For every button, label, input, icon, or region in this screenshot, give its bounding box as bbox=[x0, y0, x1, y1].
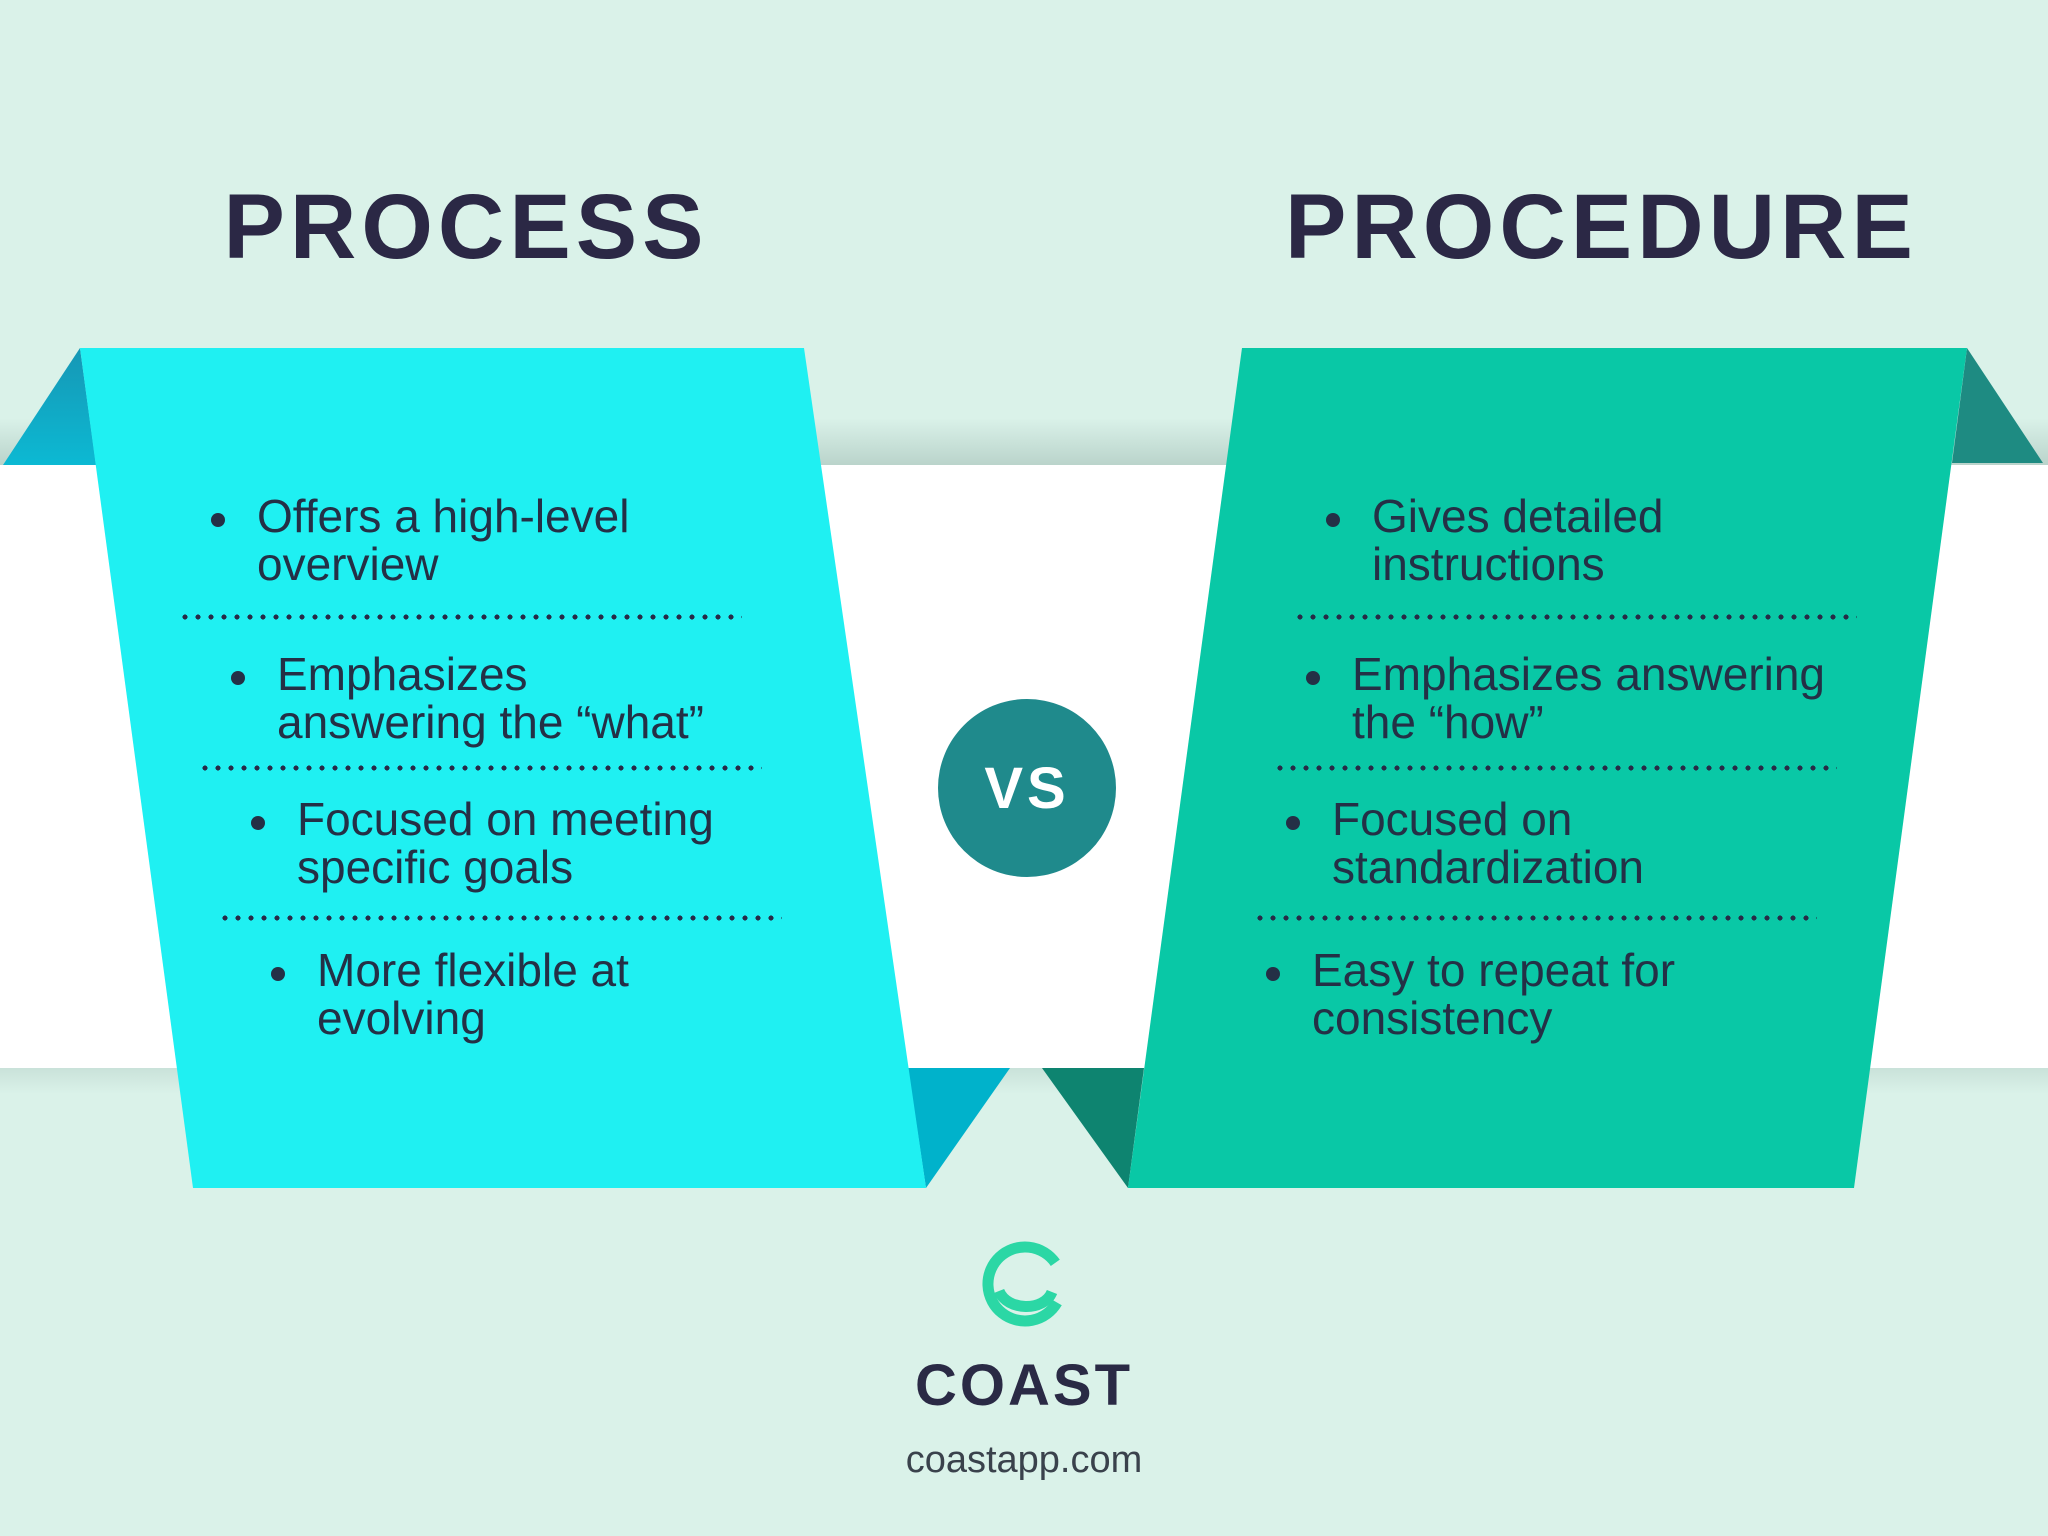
vs-circle bbox=[938, 699, 1116, 877]
right-ribbon-fold-bottom-icon bbox=[1042, 1068, 1144, 1188]
left-ribbon-fold-top-icon bbox=[3, 348, 96, 465]
list-item-line: answering the “what” bbox=[277, 696, 704, 748]
list-item: More flexible at evolving bbox=[271, 946, 629, 1042]
list-item-line: Focused on bbox=[1332, 793, 1573, 845]
bullet-dot-icon bbox=[1306, 671, 1320, 685]
bullet-dot-icon bbox=[231, 671, 245, 685]
list-item: Emphasizes answering the “how” bbox=[1306, 650, 1825, 746]
list-item-line: Offers a high-level bbox=[257, 490, 630, 542]
bullet-dot-icon bbox=[271, 967, 285, 981]
bullet-dot-icon bbox=[1286, 816, 1300, 830]
list-item: Offers a high-level overview bbox=[211, 492, 629, 588]
dotted-separator bbox=[1257, 915, 1817, 921]
bullet-dot-icon bbox=[1266, 967, 1280, 981]
bullet-dot-icon bbox=[1326, 513, 1340, 527]
bullet-dot-icon bbox=[251, 816, 265, 830]
list-item-line: instructions bbox=[1372, 538, 1605, 590]
list-item: Focused on meeting specific goals bbox=[251, 795, 714, 891]
list-item-line: Emphasizes bbox=[277, 648, 528, 700]
dotted-separator bbox=[182, 614, 742, 620]
left-ribbon-fold-bottom-icon bbox=[908, 1068, 1010, 1188]
dotted-separator bbox=[1277, 765, 1837, 771]
bullet-dot-icon bbox=[211, 513, 225, 527]
list-item-line: evolving bbox=[317, 992, 486, 1044]
list-item-line: the “how” bbox=[1352, 696, 1544, 748]
list-item-line: overview bbox=[257, 538, 439, 590]
coast-logo-smile bbox=[993, 1288, 1058, 1312]
list-item: Easy to repeat for consistency bbox=[1266, 946, 1675, 1042]
brand-wordmark: COAST bbox=[915, 1353, 1133, 1418]
right-ribbon-fold-top-icon bbox=[1952, 348, 2043, 463]
coast-logo-icon bbox=[982, 1241, 1062, 1327]
list-item-line: Easy to repeat for bbox=[1312, 944, 1676, 996]
list-item: Gives detailed instructions bbox=[1326, 492, 1664, 588]
website-url: coastapp.com bbox=[905, 1439, 1143, 1481]
dotted-separator bbox=[222, 915, 782, 921]
process-title: PROCESS bbox=[223, 176, 709, 278]
list-item-line: consistency bbox=[1312, 992, 1553, 1044]
coast-logo-ring bbox=[982, 1241, 1062, 1327]
vs-badge: VS bbox=[984, 755, 1070, 821]
dotted-separator bbox=[1297, 614, 1857, 620]
list-item-line: Emphasizes answering bbox=[1352, 648, 1826, 700]
list-item-line: More flexible at bbox=[317, 944, 629, 996]
dotted-separator bbox=[202, 765, 762, 771]
list-item: Focused on standardization bbox=[1286, 795, 1644, 891]
list-item-line: Gives detailed bbox=[1372, 490, 1664, 542]
list-item-line: specific goals bbox=[297, 841, 574, 893]
procedure-title: PROCEDURE bbox=[1285, 176, 1918, 278]
list-item: Emphasizes answering the “what” bbox=[231, 650, 704, 746]
list-item-line: standardization bbox=[1332, 841, 1644, 893]
list-item-line: Focused on meeting bbox=[297, 793, 714, 845]
